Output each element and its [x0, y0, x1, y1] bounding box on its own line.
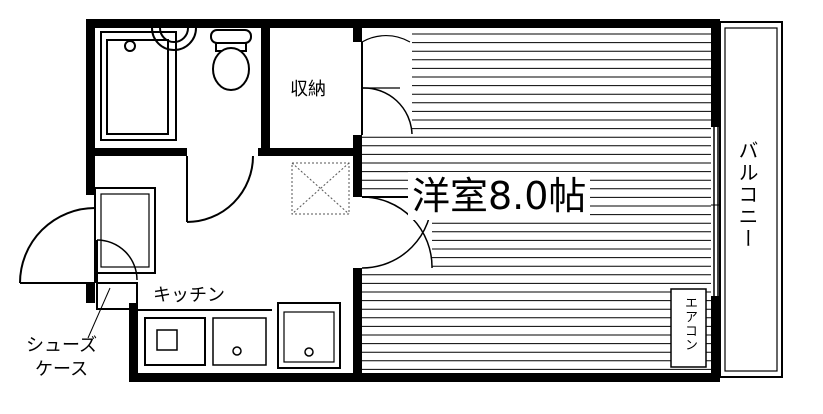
- shoe-case-label-line1: シューズ: [26, 335, 98, 356]
- interior-walls: [95, 28, 362, 378]
- aircon-box: [670, 288, 707, 368]
- entrance-door: [19, 195, 96, 284]
- shoe-case-label-line2: ケース: [35, 359, 89, 380]
- balcony-label: バルコニー: [735, 140, 759, 250]
- balcony-outline: [719, 21, 783, 378]
- bath-sink: [151, 27, 197, 51]
- storage-label: 収納: [290, 79, 326, 100]
- appliance-space: [277, 302, 341, 369]
- aircon-label: エアコン: [682, 296, 697, 352]
- room-main-label: 洋室8.0帖: [408, 172, 591, 220]
- shoe-case-label: シューズ ケース: [26, 334, 97, 382]
- storage-door: [361, 35, 413, 135]
- kitchen-label: キッチン: [153, 285, 225, 306]
- flooring-lines: [362, 33, 711, 370]
- shoe-case: [87, 187, 156, 339]
- bathtub: [100, 31, 177, 141]
- toilet: [210, 29, 252, 91]
- outer-walls: [86, 19, 720, 382]
- bathroom-door: [186, 155, 254, 223]
- ceiling-hatch: [291, 162, 350, 215]
- kitchen-counter: [138, 309, 272, 366]
- east-window: [711, 127, 720, 296]
